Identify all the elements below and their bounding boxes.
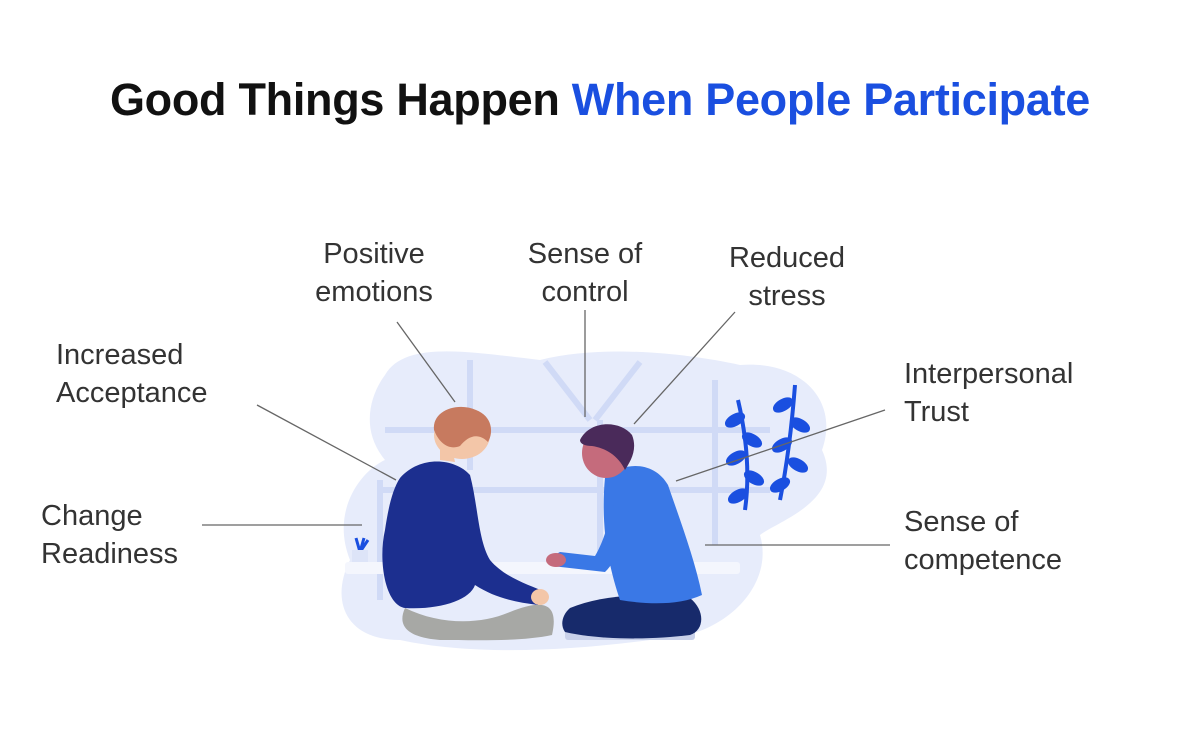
label-reduced-stress: Reduced stress (712, 239, 862, 315)
label-change-readiness-line2: Readiness (41, 538, 179, 570)
leader-increased-acceptance (256, 404, 397, 481)
label-reduced-stress-line2: stress (748, 280, 826, 312)
label-sense-of-competence-line2: competence (904, 544, 1062, 576)
leader-interpersonal-trust (675, 409, 886, 482)
label-positive-emotions: Positive emotions (292, 235, 456, 311)
label-sense-of-competence-line1: Sense of (904, 506, 1019, 538)
label-sense-of-control: Sense of control (510, 235, 660, 311)
label-change-readiness: Change Readiness (41, 497, 178, 573)
label-increased-acceptance: Increased Acceptance (56, 336, 208, 412)
title-part-1: Good Things Happen (109, 74, 560, 125)
leader-positive-emotions (396, 321, 456, 403)
small-plant (352, 537, 370, 562)
label-sense-of-competence: Sense of competence (904, 503, 1062, 579)
label-sense-of-control-line1: Sense of (527, 238, 643, 270)
label-increased-acceptance-line1: Increased (56, 339, 184, 371)
label-sense-of-control-line2: control (541, 276, 629, 308)
label-positive-emotions-line2: emotions (315, 276, 433, 308)
label-reduced-stress-line1: Reduced (728, 242, 846, 274)
label-positive-emotions-line1: Positive (323, 238, 425, 270)
label-interpersonal-trust-line2: Trust (904, 396, 969, 428)
person-right (546, 424, 702, 639)
label-interpersonal-trust-line1: Interpersonal (904, 358, 1074, 390)
label-change-readiness-line1: Change (41, 500, 143, 532)
label-interpersonal-trust: Interpersonal Trust (904, 355, 1073, 431)
leader-lines (202, 310, 890, 546)
page-title: Good Things Happen When People Participa… (0, 74, 1200, 126)
title-part-2: When People Participate (571, 74, 1091, 125)
leader-reduced-stress (633, 311, 736, 425)
person-left (382, 406, 554, 641)
label-increased-acceptance-line2: Acceptance (56, 377, 208, 409)
